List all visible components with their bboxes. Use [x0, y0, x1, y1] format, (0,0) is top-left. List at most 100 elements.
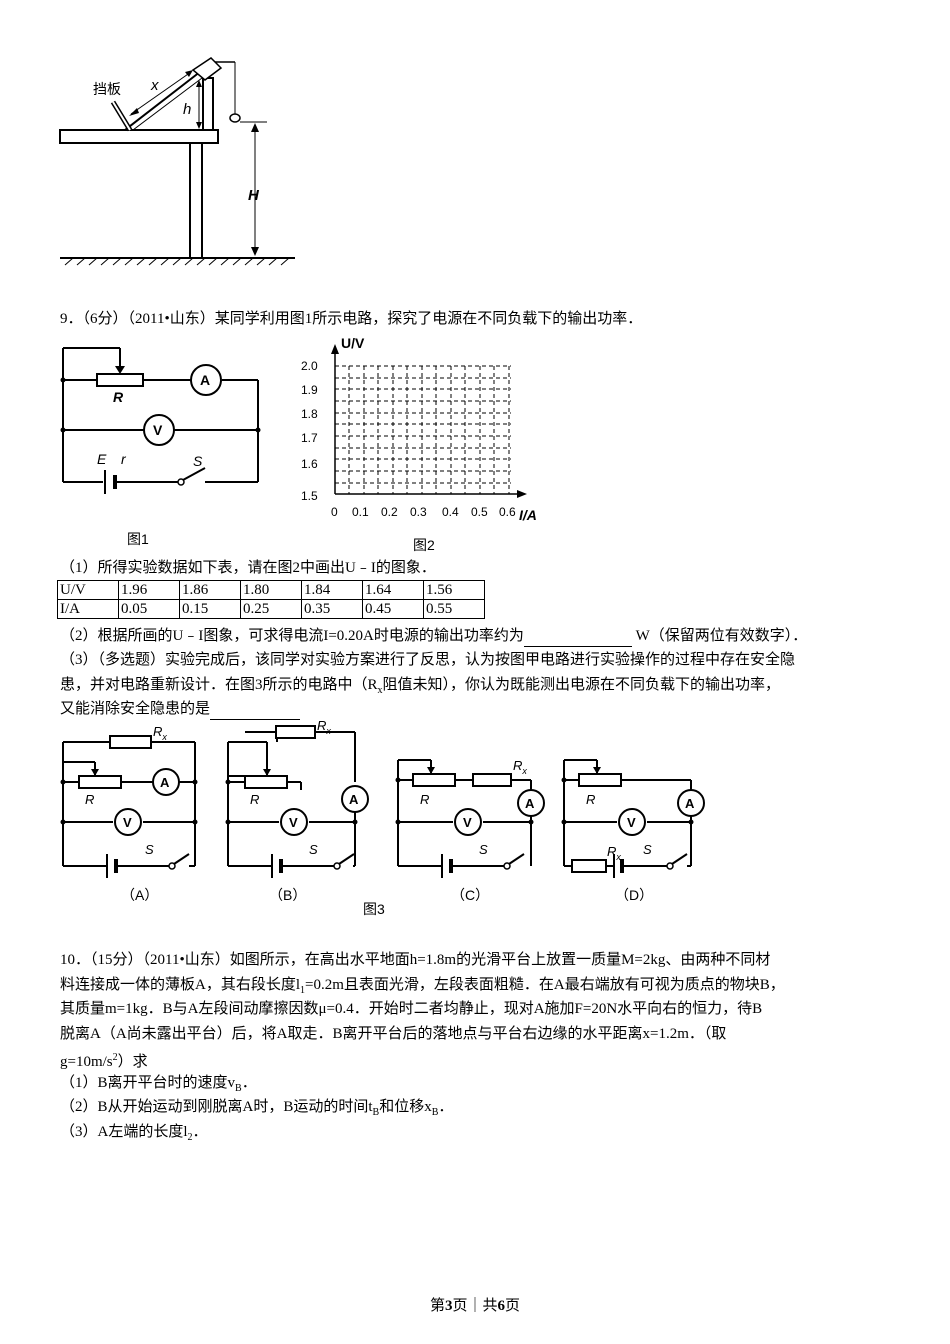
- fig2-y-tick: 1.6: [301, 457, 318, 471]
- figD-R-label: R: [586, 792, 595, 807]
- figA-Rx-label: Rx: [153, 724, 167, 742]
- figC-A-label: A: [525, 796, 535, 811]
- q9-part3-line3-text: 又能消除安全隐患的是: [60, 701, 211, 717]
- q10-line4: 脱离A（A尚未露出平台）后，将A取走．B离开平台后的落地点与平台右边缘的水平距离…: [60, 1026, 727, 1042]
- table-cell: 0.45: [362, 599, 424, 619]
- table-cell: 0.15: [179, 599, 241, 619]
- figD-S-label: S: [643, 842, 652, 857]
- q9-data-table: U/V 1.96 1.86 1.80 1.84 1.64 1.56 I/A 0.…: [57, 580, 485, 619]
- fig2-y-tick: 1.8: [301, 407, 318, 421]
- q9-part2-blank: [523, 626, 632, 647]
- q10-line1: 10．（15分）（2011•山东）如图所示，在高出水平地面h=1.8m的光滑平台…: [60, 952, 771, 968]
- q9-part3-line1: （3）（多选题）实验完成后，该同学对实验方案进行了反思，认为按图甲电路进行实验操…: [60, 652, 796, 668]
- fig2-x-tick: 0.2: [381, 505, 398, 519]
- q10-part3-a: （3）A左端的长度l: [60, 1124, 188, 1140]
- figA-R-label: R: [85, 792, 94, 807]
- fig2-y-tick: 1.7: [301, 431, 318, 445]
- table-cell: 1.86: [179, 580, 241, 600]
- q9-part2-text: （2）根据所画的U﹣I图象，可求得电流I=0.20A时电源的输出功率约为: [60, 628, 524, 644]
- q10-line5-a: g=10m/s: [60, 1054, 113, 1070]
- q9-part3-blank: [210, 699, 301, 720]
- q10-line2: 料连接成一体的薄板A，其右段长度l1=0.2m且表面光滑，左段表面粗糙．在A最右…: [60, 975, 785, 1001]
- footer-page-number: 3: [444, 1298, 453, 1314]
- option-B-label: （B）: [269, 887, 306, 903]
- figC-V-label: V: [463, 815, 472, 830]
- q10-part2-b: ．: [438, 1099, 454, 1115]
- fig1-r-label: r: [121, 451, 127, 467]
- table-cell: 1.84: [301, 580, 363, 600]
- fig2-caption: 图2: [413, 537, 435, 553]
- footer-mid: 页｜共: [452, 1298, 498, 1314]
- q10-line3: 其质量m=1kg．B与A左段间动摩擦因数μ=0.4．开始时二者均静止，现对A施加…: [60, 1001, 763, 1017]
- q10-part2: （2）B从开始运动到刚脱离A时，B运动的时间tB和位移xB．: [60, 1097, 453, 1123]
- fig2-x-tick: 0.6: [499, 505, 516, 519]
- figD-V-label: V: [627, 815, 636, 830]
- table-cell: 1.96: [118, 580, 180, 600]
- figB-V-label: V: [289, 815, 298, 830]
- q9-part3-line2: 患，并对电路重新设计．在图3所示的电路中（Rx阻值未知），你认为既能测出电源在不…: [60, 675, 780, 701]
- table-cell: 0.35: [301, 599, 363, 619]
- q10-line2-a: 料连接成一体的薄板A，其右段长度l: [60, 977, 301, 993]
- q9-part2-tail: W（保留两位有效数字）．: [635, 628, 808, 644]
- q9-intro: 9．（6分）（2011•山东）某同学利用图1所示电路，探究了电源在不同负载下的输…: [60, 311, 643, 327]
- fig1-V-label: V: [153, 422, 163, 438]
- fig2-x-tick: 0.3: [410, 505, 427, 519]
- footer-total-pages: 6: [497, 1298, 506, 1314]
- fig3-caption: 图3: [363, 901, 385, 917]
- incline-table-figure: 挡板 x h H: [55, 50, 305, 270]
- fig1-E-label: E: [97, 451, 107, 467]
- circuit-A: Rx R A V S （A）: [60, 724, 198, 903]
- figA-A-label: A: [160, 775, 170, 790]
- q9-fig3-circuits: Rx R A V S （A）: [55, 718, 720, 920]
- fig2-x-tick: 0.4: [442, 505, 459, 519]
- option-D-label: （D）: [615, 887, 653, 903]
- page-footer: 第3页｜共6页: [0, 1296, 950, 1316]
- q10-line2-sub: 1: [300, 985, 306, 996]
- fig2-x-tick: 0.1: [352, 505, 369, 519]
- baffle-label: 挡板: [93, 81, 121, 97]
- fig1-caption: 图1: [127, 531, 149, 547]
- figB-S-label: S: [309, 842, 318, 857]
- circuit-D: Rx R A V S （D）: [561, 759, 705, 903]
- q10-part1-b: ．: [241, 1075, 257, 1091]
- figA-V-label: V: [123, 815, 132, 830]
- option-A-label: （A）: [121, 887, 158, 903]
- figD-A-label: A: [685, 796, 695, 811]
- q10-line5-b: ）求: [117, 1054, 148, 1070]
- figC-Rx-label: Rx: [513, 758, 527, 776]
- figD-Rx-label: Rx: [607, 844, 621, 862]
- figA-S-label: S: [145, 842, 154, 857]
- table-row: U/V 1.96 1.86 1.80 1.84 1.64 1.56: [57, 580, 485, 600]
- figB-Rx-label: Rx: [317, 720, 331, 736]
- h-label: h: [183, 101, 191, 118]
- footer-pre: 第: [429, 1298, 445, 1314]
- fig2-y-tick: 1.9: [301, 383, 318, 397]
- table-row: I/A 0.05 0.15 0.25 0.35 0.45 0.55: [57, 599, 485, 619]
- q9-fig1-circuit: R A V E r S 图1: [55, 340, 270, 550]
- H-label: H: [248, 187, 260, 204]
- q10-part1: （1）B离开平台时的速度vB．: [60, 1073, 257, 1099]
- q10-part2-mid: 和位移x: [379, 1099, 432, 1115]
- fig2-x-tick: 0: [331, 505, 338, 519]
- q9-part3-line3: 又能消除安全隐患的是: [60, 699, 301, 720]
- figC-S-label: S: [479, 842, 488, 857]
- fig2-x-axis-label: I/A: [519, 507, 537, 523]
- x-label: x: [150, 77, 159, 94]
- figB-A-label: A: [349, 792, 359, 807]
- fig2-y-tick: 2.0: [301, 359, 318, 373]
- fig1-R-label: R: [113, 389, 124, 405]
- q9-part3-line2-b: 阻值未知），你认为既能测出电源在不同负载下的输出功率，: [382, 677, 781, 693]
- circuit-C: Rx R A V S （C）: [395, 758, 545, 903]
- q10-part1-sub: B: [235, 1083, 242, 1094]
- q9-fig2-grid: U/V I/A 2.0 1.9 1.8 1.7 1.6 1.5 0 0.1 0.…: [293, 328, 553, 558]
- table-cell: 1.80: [240, 580, 302, 600]
- table-cell: 0.55: [423, 599, 485, 619]
- q9-part3-line2-sub: x: [377, 685, 383, 696]
- figC-R-label: R: [420, 792, 429, 807]
- q10-part2-sub2: B: [431, 1107, 439, 1118]
- fig1-A-label: A: [200, 372, 210, 388]
- fig2-x-tick: 0.5: [471, 505, 488, 519]
- table-cell: 1.64: [362, 580, 424, 600]
- table-row-header: I/A: [57, 599, 119, 619]
- q10-part3: （3）A左端的长度l2．: [60, 1122, 208, 1148]
